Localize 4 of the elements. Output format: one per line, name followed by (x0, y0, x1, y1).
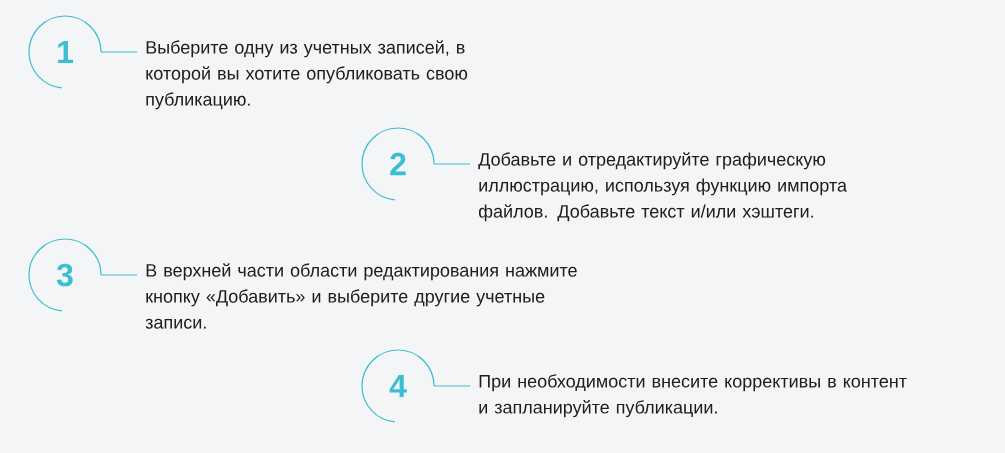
step-text: При необходимости внесите коррективы в контент и запланируйте публикации. (479, 374, 907, 418)
step-text: В верхней части области редактирования нажмите кнопку «Добавить» и выберите другие учетные записи. (145, 263, 577, 329)
step-text: Добавьте и отредактируйте графическую иллюстрацию, используя функцию импорта файлов. Добавьте текст и/или хэштеги. (478, 152, 847, 222)
step-text: Выберите одну из учетных записей, в которой вы хотите опубликовать свою публикацию. (146, 40, 468, 110)
